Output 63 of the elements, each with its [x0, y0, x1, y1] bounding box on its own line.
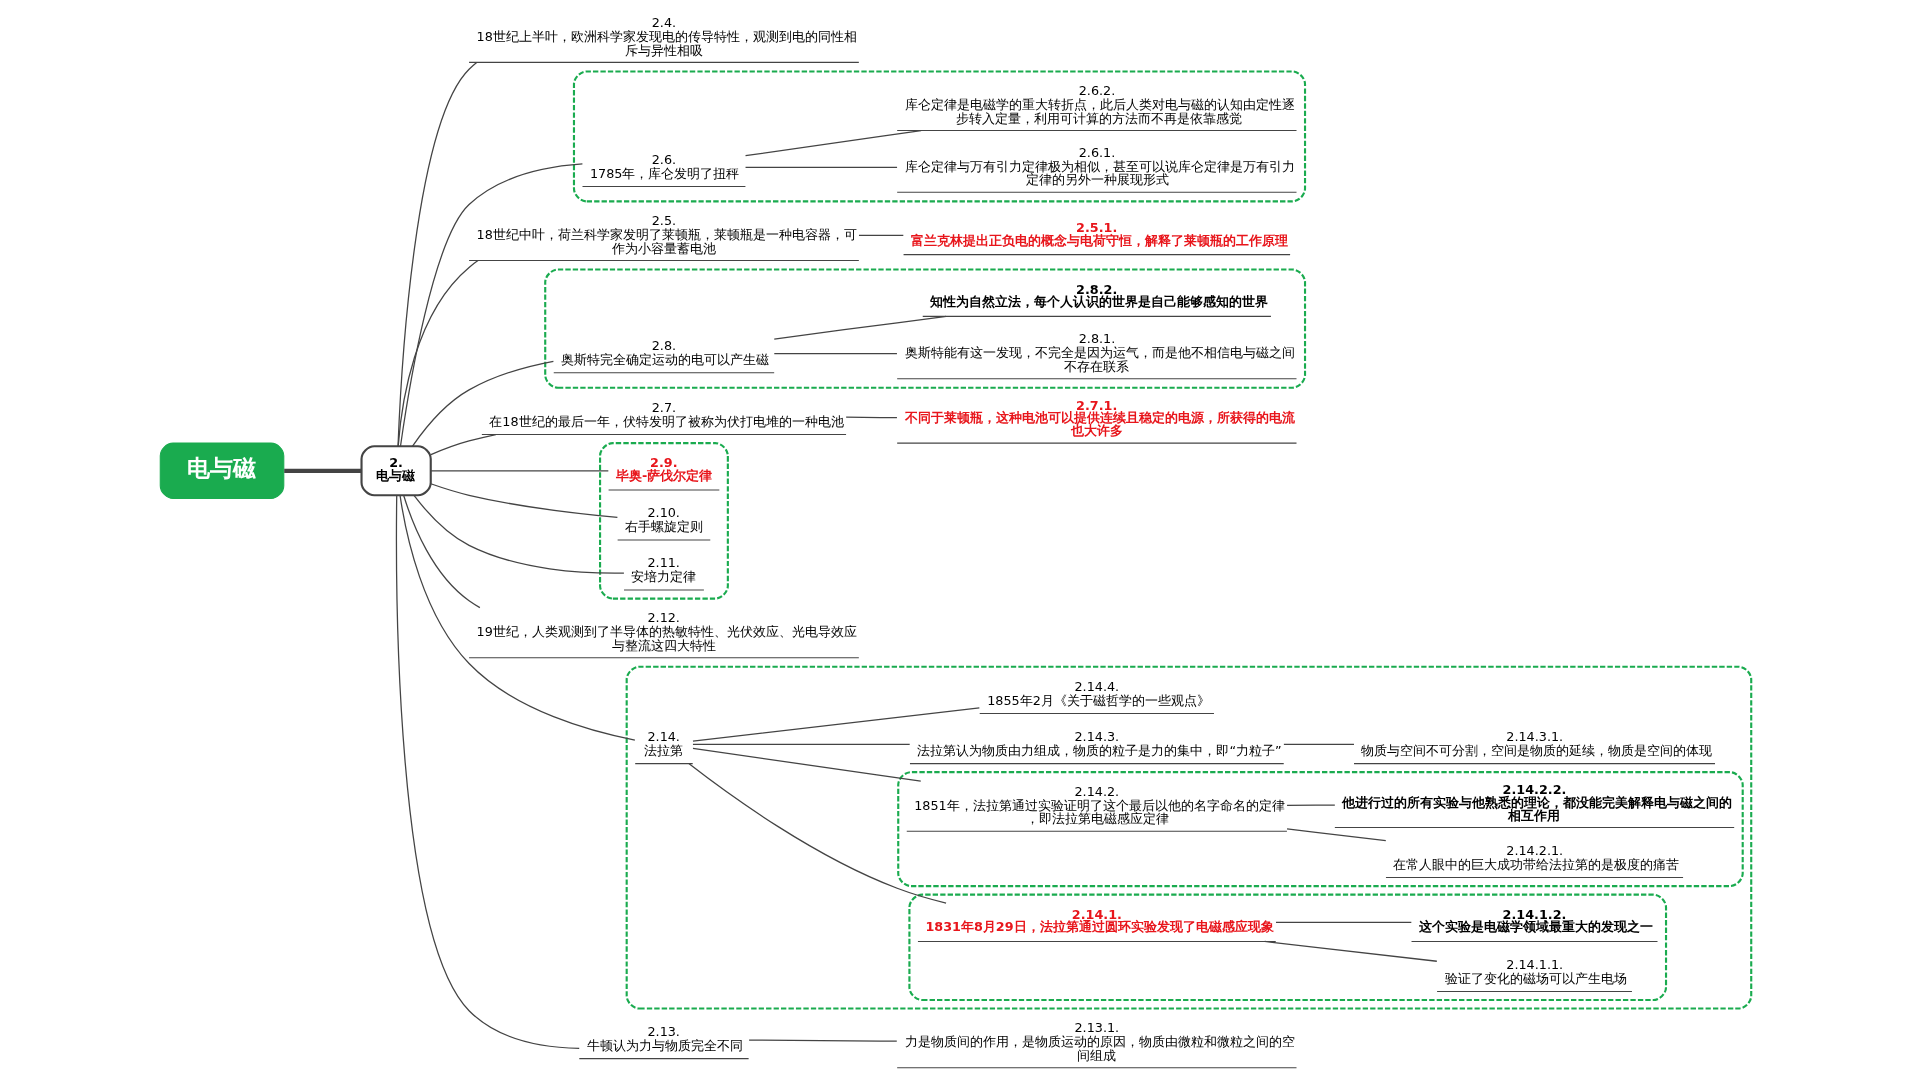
node-text: 2.14.2.1. 在常人眼中的巨大成功带给法拉第的是极度的痛苦: [1393, 842, 1680, 872]
node-text: 2.14.4. 1855年2月《关于磁哲学的一些观点》: [987, 678, 1210, 708]
connector: [748, 1039, 898, 1042]
node-text: 2.14.3.1. 物质与空间不可分割，空间是物质的延续，物质是空间的体现: [1361, 728, 1713, 758]
connector: [411, 360, 555, 447]
cluster: [544, 268, 1307, 389]
node-text: 2.10. 右手螺旋定则: [625, 505, 704, 535]
connector: [744, 129, 922, 157]
node-text: 2.13. 牛顿认为力与物质完全不同: [586, 1023, 743, 1053]
node-text: 2.9. 毕奥-萨伐尔定律: [616, 455, 713, 483]
node-text: 2.6.2. 库仑定律是电磁学的重大转折点，此后人类对电与磁的认知由定性逐步转入定量，利用可计算的方法而不再是依靠感觉: [904, 82, 1295, 126]
connector: [1286, 804, 1336, 806]
connector: [399, 494, 636, 741]
connector: [403, 494, 481, 609]
connector: [692, 707, 980, 742]
cluster: [897, 771, 1744, 888]
connector: [773, 315, 947, 340]
connector: [1264, 940, 1438, 962]
node-text: 2.12. 19世纪，人类观测到了半导体的热敏特性、光伏效应、光电导效应与整流这四大特性: [476, 610, 857, 653]
connector: [399, 163, 584, 447]
cluster: [572, 70, 1307, 203]
connector: [1286, 828, 1387, 842]
node-text: 2.5. 18世纪中叶，荷兰科学家发明了莱顿瓶，莱顿瓶是一种电容器，可作为小容量蓄电池: [476, 212, 857, 256]
node-text: 2.14.1.2. 这个实验是电磁学领域最重大的发现之一: [1418, 906, 1653, 935]
node-text: 2.6. 1785年，库仑发明了扭秤: [589, 151, 740, 181]
node-text: 2.8.2. 知性为自然立法，每个人认识的世界是自己能够感知的世界: [930, 281, 1269, 310]
connector: [744, 166, 898, 168]
connector: [1283, 743, 1355, 746]
node-text: 2.8. 奥斯特完全确定运动的电可以产生磁: [561, 338, 770, 367]
connector: [397, 61, 478, 447]
cluster: [625, 665, 1753, 1010]
connector: [1275, 921, 1412, 923]
node-text: 2.14. 法拉第: [644, 728, 684, 758]
node-text: 2.14.2. 1851年，法拉第通过实验证明了这个最后以他的名字命名的定律，即法拉第电磁感应定律: [914, 783, 1285, 827]
node-text: 2.11. 安培力定律: [631, 555, 697, 585]
node-box: 电与磁: [159, 442, 285, 499]
node-text: 2.4. 18世纪上半叶，欧洲科学家发现电的传导特性，观测到电的同性相斥与异性相吸: [476, 14, 857, 58]
node-text: 2.14.3. 法拉第认为物质由力组成，物质的粒子是力的集中，即“力粒子”: [917, 728, 1282, 758]
connector: [413, 494, 625, 574]
node-text: 2.7.1. 不同于莱顿瓶，这种电池可以提供连续且稳定的电源，所获得的电流也大许多: [904, 397, 1295, 439]
connector: [395, 494, 580, 1049]
connector: [773, 353, 898, 355]
connector: [430, 433, 497, 456]
connector: [430, 483, 619, 518]
connector: [692, 743, 911, 746]
node-text: 2.6.1. 库仑定律与万有引力定律极为相似，甚至可以说库仑定律是万有引力定律的另外一种展现形式: [904, 144, 1295, 188]
connector: [688, 763, 947, 904]
connector: [858, 234, 904, 237]
node-text: 2.14.1. 1831年8月29日，法拉第通过圆环实验发现了电磁感应现象: [925, 906, 1274, 935]
node-text: 2.5.1. 富兰克林提出正负电的概念与电荷守恒，解释了莱顿瓶的工作原理: [911, 219, 1289, 248]
node-text: 2.8.1. 奥斯特能有这一发现，不完全是因为运气，而是他不相信电与磁之间不存在联系: [904, 331, 1295, 374]
connector: [845, 416, 898, 419]
node-text: 2.7. 在18世纪的最后一年，伏特发明了被称为伏打电堆的一种电池: [489, 399, 844, 429]
connector: [430, 470, 609, 472]
connector: [397, 259, 479, 447]
node-text: 2.14.1.1. 验证了变化的磁场可以产生电场: [1444, 956, 1627, 986]
node-text: 2.13.1. 力是物质间的作用，是物质运动的原因，物质由微粒和微粒之间的空间组成: [904, 1020, 1295, 1063]
connector: [284, 468, 362, 473]
node-box: 2. 电与磁: [360, 445, 432, 497]
connector: [692, 747, 922, 782]
cluster: [908, 893, 1668, 1002]
cluster: [599, 442, 729, 600]
node-text: 2.14.2.2. 他进行过的所有实验与他熟悉的理论，都没能完美解释电与磁之间的相互作用: [1342, 782, 1733, 823]
